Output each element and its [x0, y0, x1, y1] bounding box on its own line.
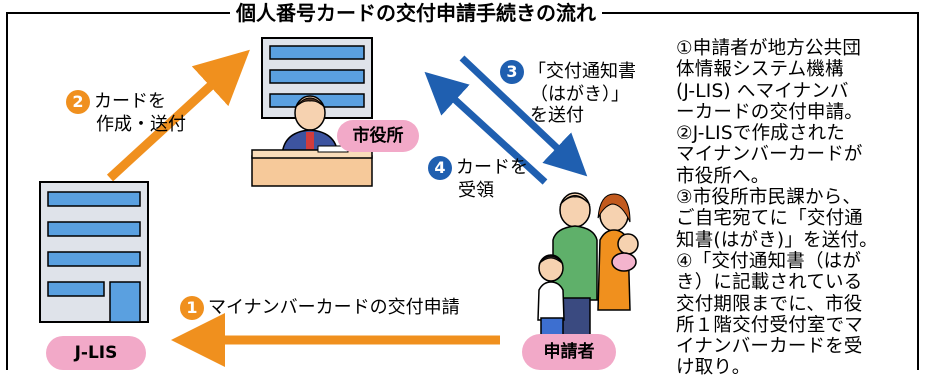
step3-text-line1: 「交付通知書 [528, 61, 636, 82]
step2-text-line2: 作成・送付 [96, 114, 186, 135]
description-line: ②J-LISで作成された [676, 123, 845, 145]
step1-number: 1 [180, 296, 204, 320]
jlis-building-icon [39, 181, 149, 323]
step4-number: 4 [428, 156, 452, 180]
step2-text-line1: カードを [94, 91, 166, 112]
step4-text-line1: カードを [456, 157, 528, 178]
description-line: ご自宅宛てに「交付通 [676, 208, 864, 230]
description-line: 交付期限までに、市役 [676, 293, 863, 315]
step2-number: 2 [66, 90, 90, 114]
description-line: マイナンバーカードが [676, 144, 863, 166]
step3-label: 3「交付通知書 （はがき）」 を送付 [500, 60, 636, 126]
step3-text-line2: （はがき）」 [530, 84, 629, 105]
description-line: 所１階交付受付室でマ [676, 314, 864, 336]
description-line: ①申請者が地方公共団 [676, 38, 862, 59]
jlis-label: J-LIS [46, 336, 146, 370]
description-line: (J-LIS) へマイナンバ [676, 80, 849, 102]
description-line: 知書(はがき)」を送付。 [676, 229, 878, 251]
arrow-jlis-to-cityhall [106, 49, 250, 182]
applicant-label: 申請者 [522, 334, 616, 370]
cityhall-label: 市役所 [337, 120, 419, 152]
arrow-cityhall-to-applicant [459, 55, 588, 177]
applicant-family-icon [537, 192, 639, 339]
description-line: ③市役所市民課から、 [676, 187, 862, 209]
diagram-title: 個人番号カードの交付申請手続きの流れ [230, 0, 602, 26]
description-line: イナンバーカードを受 [676, 336, 863, 358]
arrow-applicant-to-cityhall [424, 71, 548, 185]
description-line: 市役所へ。 [676, 165, 770, 187]
description-line: き）に記載されている [676, 272, 863, 294]
description-line: 体情報システム機構 [676, 59, 844, 81]
step1-text: マイナンバーカードの交付申請 [208, 297, 460, 318]
step4-text-line2: 受領 [458, 180, 494, 201]
description-text: ①申請者が地方公共団 体情報システム機構 (J-LIS) へマイナンバ ーカード… [676, 38, 916, 379]
description-line: け取り。 [676, 357, 751, 379]
description-line: ーカードの交付申請。 [676, 101, 864, 123]
step3-text-line3: を送付 [530, 105, 584, 126]
step3-number: 3 [500, 60, 524, 84]
clerk-icon [251, 95, 373, 187]
description-line: ④「交付通知書（はが [676, 250, 862, 272]
